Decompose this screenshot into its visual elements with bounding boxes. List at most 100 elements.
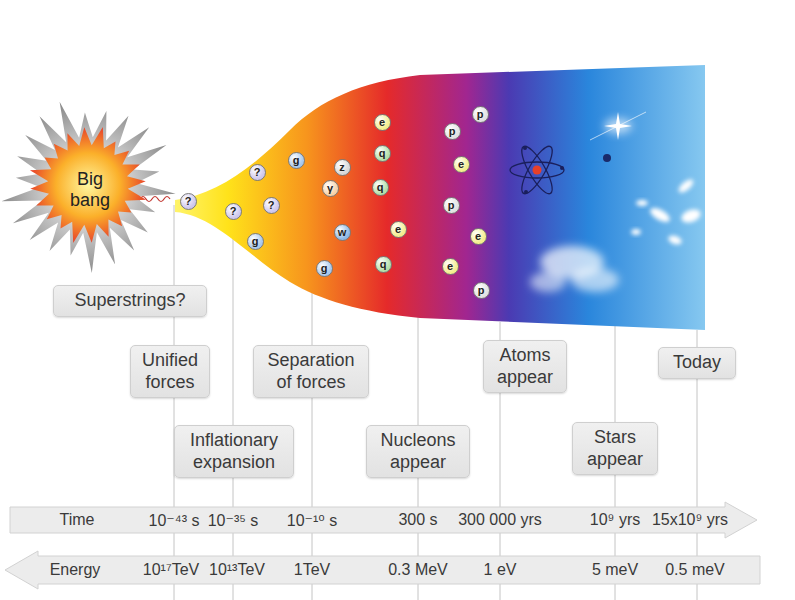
- era-label-box: Inflationary expansion: [174, 425, 294, 478]
- era-label: Atoms appear: [490, 345, 560, 388]
- era-label: Today: [665, 352, 729, 374]
- particle-circle: e: [470, 228, 487, 245]
- particle-symbol: q: [380, 258, 387, 270]
- axis-value: 10¹⁷TeV: [143, 561, 199, 579]
- particle-circle: q: [374, 145, 391, 162]
- axis-value: 10⁹ yrs: [590, 511, 640, 529]
- particle-circle: e: [374, 114, 391, 131]
- particle-symbol: ?: [230, 205, 237, 217]
- particle-circle: p: [444, 123, 461, 140]
- axis-title: Time: [60, 511, 95, 529]
- particle-symbol: e: [475, 230, 481, 242]
- era-label: Superstrings?: [60, 290, 200, 312]
- particle-circle: g: [247, 233, 264, 250]
- era-label: Unified forces: [137, 350, 203, 393]
- particle-symbol: ?: [185, 195, 192, 207]
- particle-symbol: p: [448, 199, 455, 211]
- atom-nucleus: [533, 166, 542, 175]
- cloud-part: [530, 272, 566, 292]
- planet-dot: [603, 154, 611, 162]
- axis-arrow: Time 10⁻⁴³ s 10⁻³⁵ s 10⁻¹⁰ s 300 s 300 000 yr…: [0, 498, 795, 542]
- particle-circle: p: [443, 197, 460, 214]
- burst-label: Big bang: [64, 169, 116, 210]
- cloud-part: [571, 268, 619, 292]
- era-label-box: Unified forces: [130, 345, 210, 398]
- arrow-body: [5, 551, 760, 589]
- era-label: Separation of forces: [260, 350, 362, 393]
- galaxies: [631, 177, 702, 246]
- electron: [523, 146, 527, 150]
- arrow-body: [10, 502, 757, 538]
- era-label: Inflationary expansion: [181, 430, 287, 473]
- galaxy: [677, 177, 696, 195]
- particle-symbol: γ: [327, 182, 333, 194]
- axis-value: 15x10⁹ yrs: [652, 511, 728, 529]
- particle-circle: ?: [225, 203, 242, 220]
- particle-symbol: e: [395, 223, 401, 235]
- particle-circle: γ: [322, 180, 339, 197]
- particle-symbol: e: [379, 116, 385, 128]
- particle-symbol: e: [447, 260, 453, 272]
- burst-outer-spikes: [2, 102, 176, 273]
- electron: [560, 166, 564, 170]
- axis-value: 0.5 meV: [665, 561, 725, 579]
- atom-orbit: [517, 143, 558, 198]
- particle-symbol: g: [321, 262, 328, 274]
- particle-circle: g: [316, 260, 333, 277]
- particle-symbol: p: [478, 284, 485, 296]
- axis-value: 10⁻⁴³ s: [149, 511, 200, 530]
- axis-arrow: Energy10¹⁷TeV10¹³TeV1TeV0.3 MeV1 eV5 meV…: [0, 548, 795, 592]
- star-sparkle: [590, 112, 646, 162]
- atom-icon: [510, 143, 564, 198]
- burst-core: [30, 127, 146, 243]
- axis-value: 300 000 yrs: [458, 511, 542, 529]
- particle-symbol: p: [449, 125, 456, 137]
- particle-symbol: q: [377, 181, 384, 193]
- axis-value: 10⁻¹⁰ s: [287, 511, 337, 530]
- galaxy: [631, 229, 641, 235]
- electron: [524, 190, 528, 194]
- particle-symbol: g: [293, 154, 300, 166]
- particle-circle: ?: [180, 193, 197, 210]
- era-label-box: Separation of forces: [253, 345, 369, 398]
- era-label: Stars appear: [579, 427, 651, 470]
- gas-cloud: [530, 246, 619, 292]
- axis-value: 10⁻³⁵ s: [208, 511, 259, 530]
- particle-symbol: q: [379, 147, 386, 159]
- particle-symbol: g: [252, 235, 259, 247]
- era-label: Nucleons appear: [373, 430, 463, 473]
- particle-circle: q: [375, 256, 392, 273]
- expansion-band: [175, 65, 705, 330]
- particle-circle: w: [334, 224, 351, 241]
- era-label-box: Nucleons appear: [366, 425, 470, 478]
- axis-value: 5 meV: [592, 561, 638, 579]
- particle-symbol: e: [458, 158, 464, 170]
- axis-value: 1 eV: [484, 561, 517, 579]
- particle-symbol: ?: [254, 166, 261, 178]
- particle-circle: e: [390, 221, 407, 238]
- era-label-box: Superstrings?: [53, 285, 207, 317]
- axis-value: 10¹³TeV: [209, 561, 265, 579]
- big-bang-burst: Big bang: [0, 95, 180, 285]
- particle-circle: p: [473, 282, 490, 299]
- galaxy: [680, 207, 703, 225]
- particle-symbol: p: [477, 108, 484, 120]
- atom-orbit: [517, 143, 558, 198]
- era-label-box: Atoms appear: [483, 340, 567, 393]
- axis-value: 300 s: [398, 511, 437, 529]
- particle-symbol: z: [339, 161, 345, 173]
- atom-orbit: [510, 162, 564, 178]
- marker-line: [174, 205, 175, 600]
- axis-value: 0.3 MeV: [388, 561, 448, 579]
- particle-circle: e: [442, 258, 459, 275]
- marker-line: [233, 225, 234, 600]
- axis-title: Energy: [50, 561, 101, 579]
- era-label-box: Today: [658, 347, 736, 379]
- particle-circle: q: [372, 179, 389, 196]
- galaxy: [636, 200, 648, 206]
- star-flare: [590, 112, 646, 140]
- particle-circle: e: [453, 156, 470, 173]
- galaxy: [648, 205, 672, 225]
- era-label-box: Stars appear: [572, 422, 658, 475]
